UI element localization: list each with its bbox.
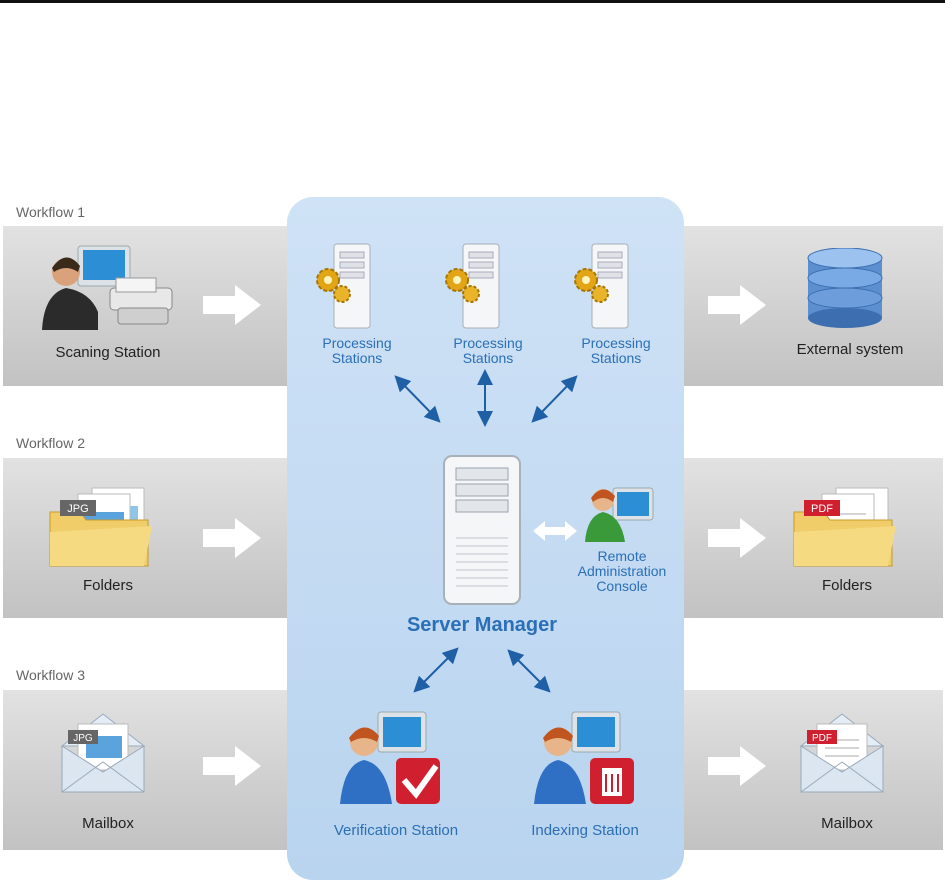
pdf-badge-text: PDF [812, 733, 832, 744]
processing-station-icon [441, 240, 511, 332]
mailbox-jpg-icon: JPG [58, 706, 148, 796]
flow-arrow-icon [708, 518, 766, 558]
indexing-label: Indexing Station [531, 822, 639, 839]
workflow-3-label: Workflow 3 [16, 667, 85, 683]
pdf-badge-text: PDF [811, 503, 833, 515]
top-rule [0, 0, 945, 3]
flow-arrow-icon [203, 285, 261, 325]
indexing-station-icon [530, 708, 642, 812]
server-manager-label: Server Manager [406, 614, 558, 636]
server-tower-icon [440, 452, 524, 608]
folder-pdf-icon: PDF [792, 486, 902, 570]
flow-arrow-icon [708, 285, 766, 325]
jpg-badge-text: JPG [67, 503, 88, 515]
flow-arrow-icon [203, 518, 261, 558]
scanning-station-icon [38, 242, 178, 338]
flow-arrow-icon [708, 746, 766, 786]
source-label: Scaning Station [55, 344, 161, 361]
processing-station-icon [570, 240, 640, 332]
folder-jpg-icon: JPG [48, 486, 158, 570]
source-label: Mailbox [82, 815, 134, 832]
source-label: Folders [82, 577, 134, 594]
flow-arrow-icon [203, 746, 261, 786]
processing-station-icon [312, 240, 382, 332]
mailbox-pdf-icon: PDF [797, 706, 887, 796]
target-label: Mailbox [821, 815, 873, 832]
verification-label: Verification Station [333, 822, 459, 839]
database-icon [804, 248, 886, 330]
target-label: Folders [821, 577, 873, 594]
target-label: External system [796, 341, 904, 358]
jpg-badge-text: JPG [73, 733, 93, 744]
connector-arrows [394, 369, 578, 693]
workflow-1-label: Workflow 1 [16, 204, 85, 220]
verification-station-icon [336, 708, 448, 812]
workflow-2-label: Workflow 2 [16, 435, 85, 451]
remote-admin-icon [583, 480, 659, 544]
